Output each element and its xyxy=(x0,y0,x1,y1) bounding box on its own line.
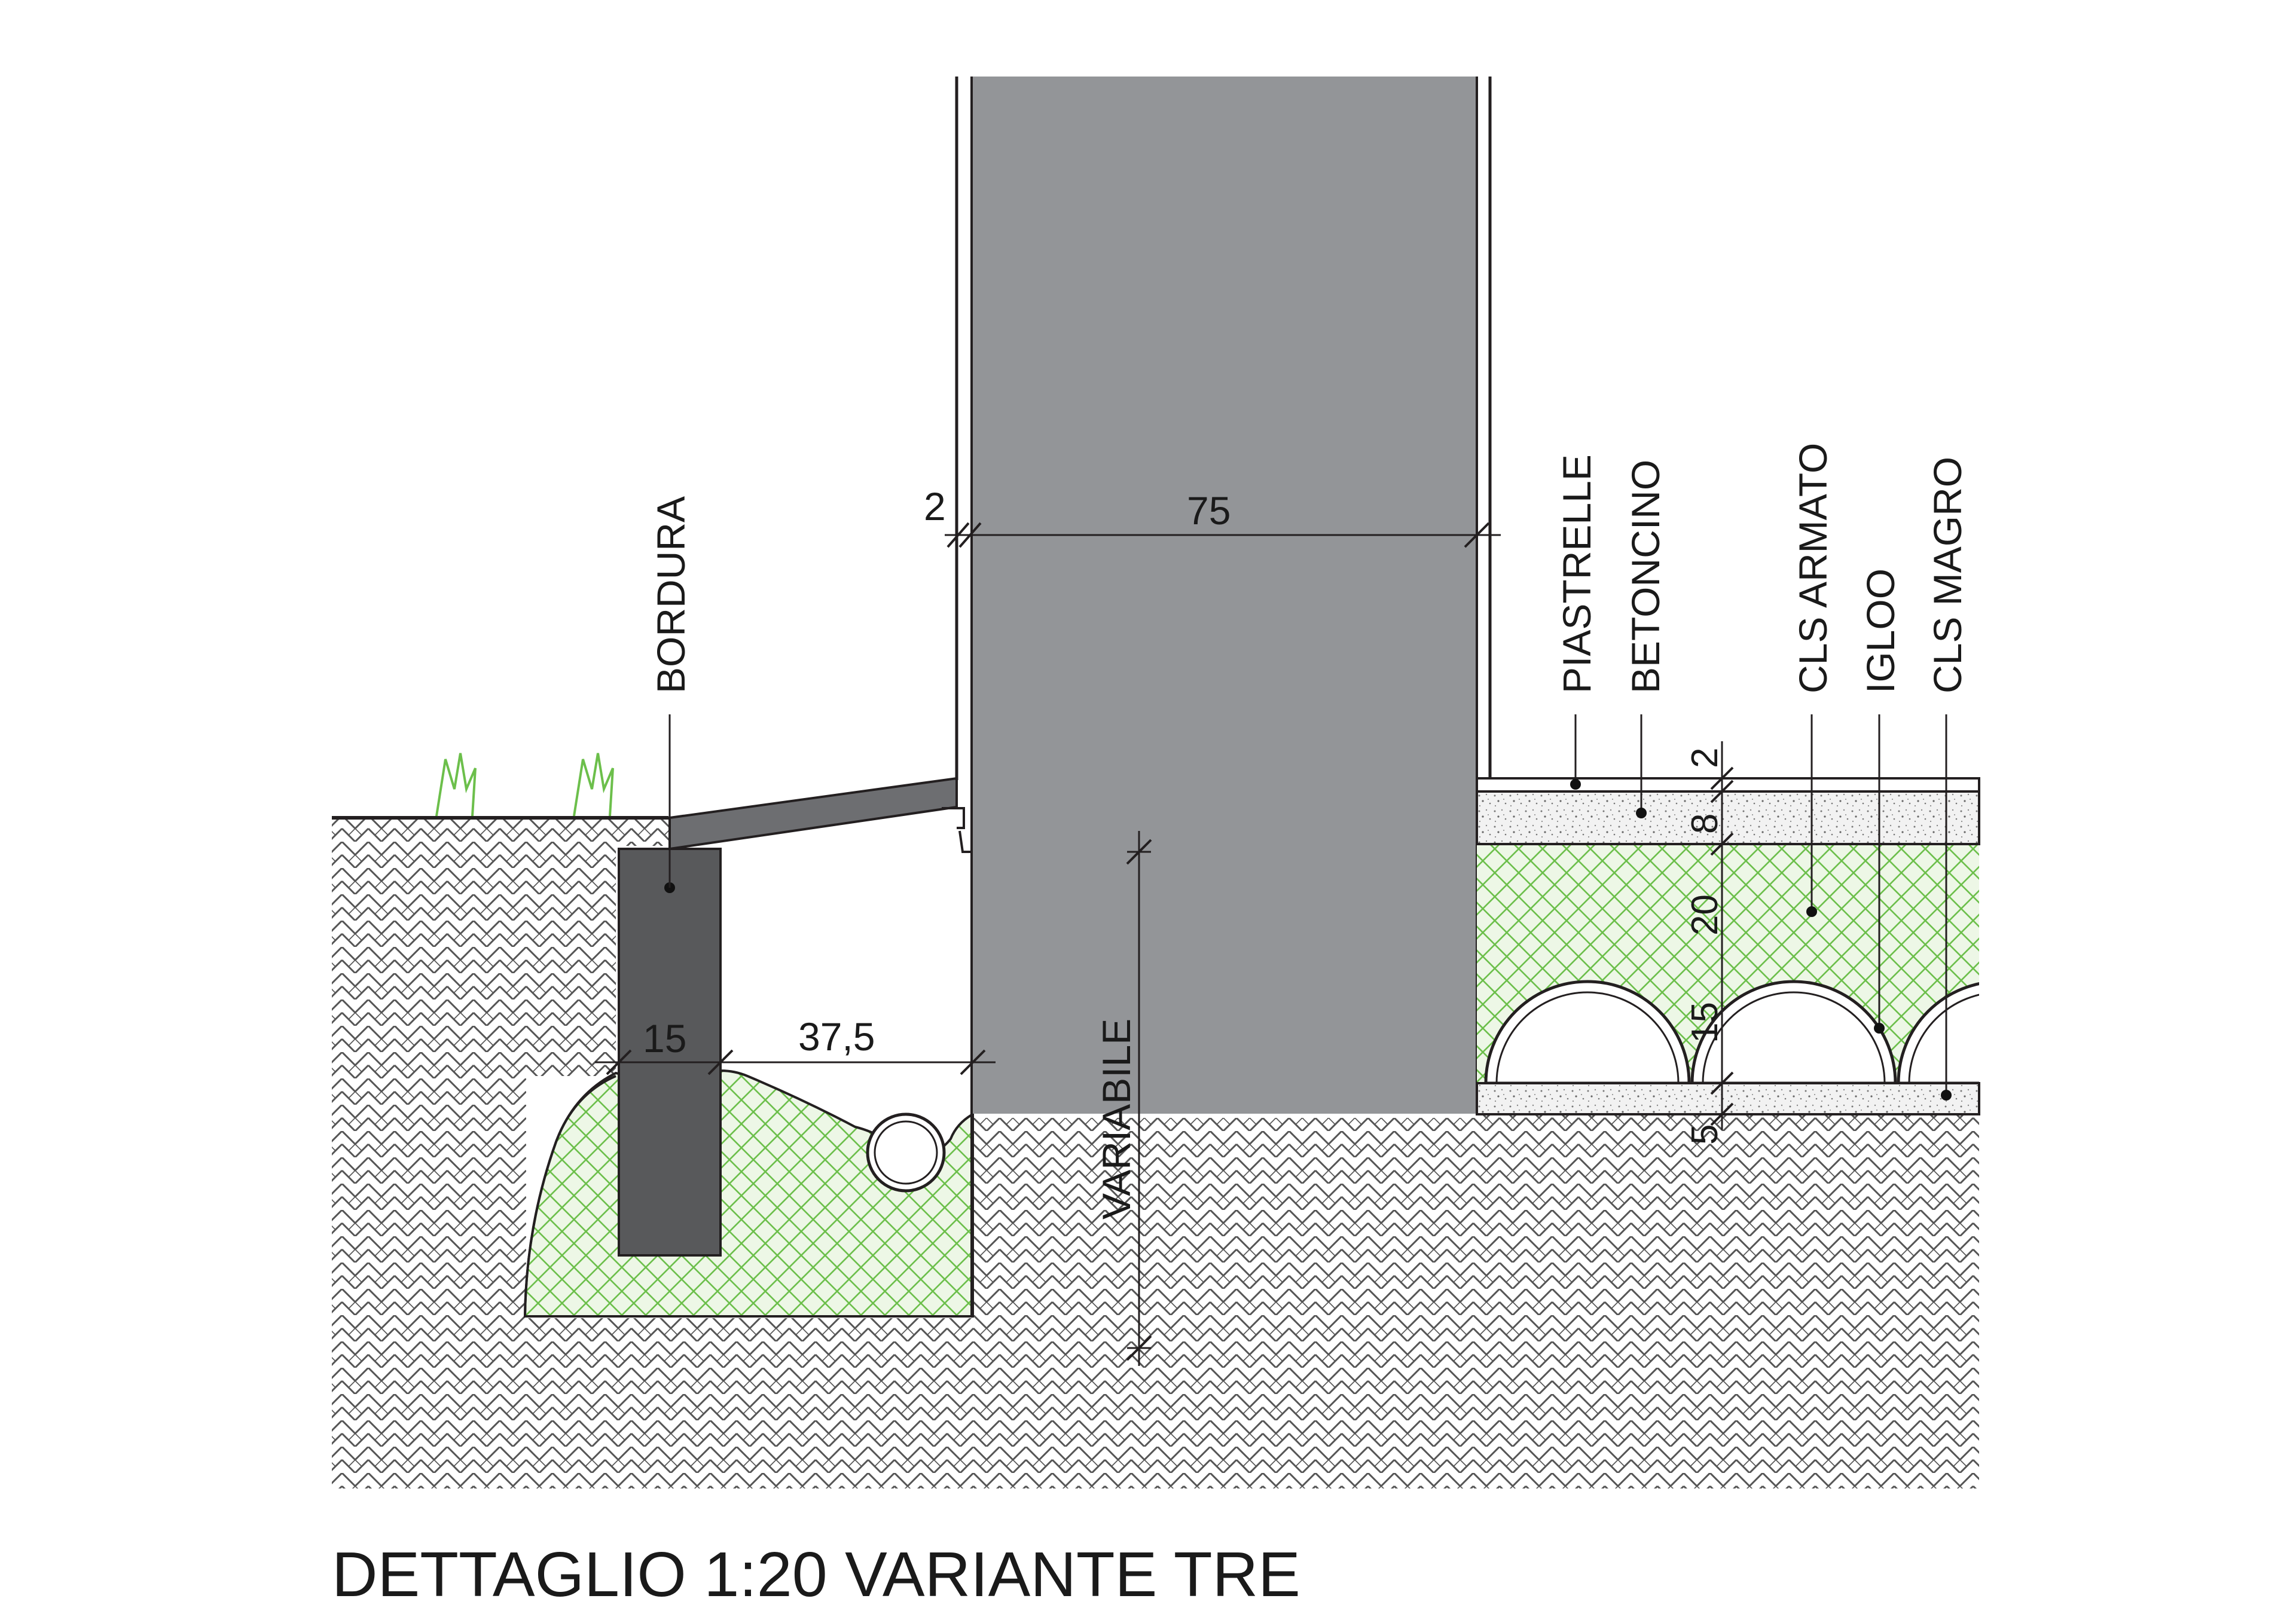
dim-betoncino: 8 xyxy=(1684,814,1726,834)
label-piastrelle: PIASTRELLE xyxy=(1555,454,1599,693)
dimension-lines xyxy=(595,522,1734,1366)
trench-edge xyxy=(523,846,974,1318)
floor-package xyxy=(1476,777,1980,1115)
bordura-curb xyxy=(618,848,722,1257)
label-cls-armato: CLS ARMATO xyxy=(1791,443,1835,693)
dim-wall-cladding: 2 xyxy=(924,484,946,528)
label-variabile: VARIABILE xyxy=(1094,1019,1138,1219)
dim-piastrelle: 2 xyxy=(1684,748,1726,768)
grass-icon xyxy=(435,753,614,817)
dim-trench-width: 37,5 xyxy=(798,1014,875,1059)
drawing-title: DETTAGLIO 1:20 VARIANTE TRE xyxy=(332,1539,1300,1610)
dim-wall-thickness: 75 xyxy=(1187,488,1231,533)
leader-lines xyxy=(668,714,1952,1101)
dim-cls-armato: 20 xyxy=(1684,894,1726,936)
label-betoncino: BETONCINO xyxy=(1623,460,1668,693)
dim-cls-magro: 5 xyxy=(1684,1124,1726,1145)
label-igloo: IGLOO xyxy=(1858,568,1903,693)
sloped-cover xyxy=(668,777,958,851)
drain-pipe-inner xyxy=(874,1120,938,1185)
wall xyxy=(972,77,1477,1114)
label-cls-magro: CLS MAGRO xyxy=(1925,457,1970,693)
dim-bordura-width: 15 xyxy=(643,1016,686,1060)
dim-igloo: 15 xyxy=(1684,1002,1726,1043)
label-bordura: BORDURA xyxy=(649,496,693,693)
